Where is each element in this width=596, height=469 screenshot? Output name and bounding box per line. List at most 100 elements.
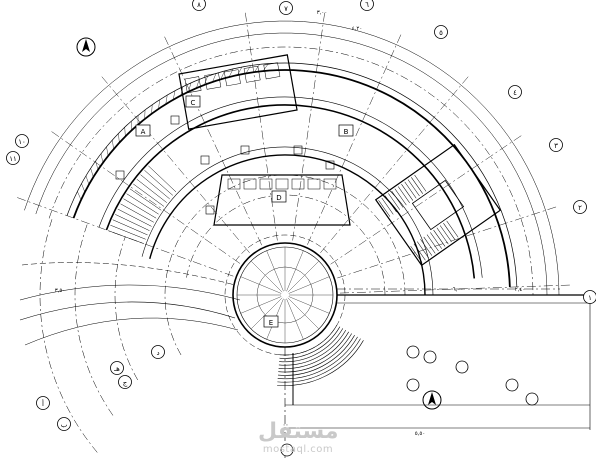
left-stair-tread [120,203,154,223]
service-fixture [204,72,222,90]
axis-bubble [434,25,448,39]
room-tag-label: C [191,99,196,107]
facade-hatch [262,63,269,72]
radial-grid-axis [307,34,402,245]
left-stair-tread [148,165,177,193]
toilet-fixture [259,178,273,190]
service-fixture [243,65,261,83]
toilet-fixture [291,178,305,190]
axis-bubble [573,200,587,214]
watermark-subtext: mostaql.com [262,444,334,455]
north-arrow-icon [76,37,96,57]
right-stair-tread [423,236,436,254]
column-marker [170,115,180,125]
radial-grid-axis [330,135,522,265]
toilet-block-wall [213,174,351,226]
right-stair-tread [401,184,414,201]
right-stair-tread [388,193,401,210]
service-block [178,54,298,130]
inner-corridor-wall-2 [141,146,434,296]
room-tag-box [338,124,354,137]
left-stair-tread [140,174,170,200]
grid-bubble [57,417,71,431]
left-stair-tread [110,224,146,240]
facade-hatch [165,95,168,105]
facade-hatch [228,68,234,78]
column-marker [115,170,125,180]
toilet-fixture [323,178,337,190]
grid-bubble-label: د [156,349,159,357]
facade-hatch [112,140,114,150]
outer-room-wall [105,104,476,279]
left-stair-tread [123,198,157,219]
north-arrow-pointer [82,39,90,52]
toilet-fixture [307,178,321,190]
axis-bubble-label: ٢ [578,204,582,212]
room-tag-label: D [276,194,281,202]
right-stair-tread [433,229,446,247]
axis-bubble-extra [406,345,420,359]
site-arc-4 [21,262,236,286]
toilet-fixture [243,178,257,190]
column-marker [205,205,215,215]
right-stair-tread [397,186,410,204]
right-stair-tread [384,195,397,213]
right-stair-tread [411,177,423,194]
radial-grid-axis [292,12,325,241]
facade-hatch [196,79,200,89]
dome-rib-line [288,276,330,294]
grid-bubble-label: أ [42,399,44,408]
grid-arc-4 [114,236,138,381]
axis-bubble-extra [280,443,294,457]
right-stair-block [374,143,502,267]
watermark: مستقل mostaql.com [258,420,338,464]
grid-bubble [118,375,132,389]
right-stair-tread [414,174,427,192]
facade-hatch [85,175,90,185]
right-stair-tread [439,225,452,243]
dimension-label: ٦,٠٠ [453,287,464,293]
axis-bubble-label: ٧ [284,5,288,13]
entrance-step-arc [278,329,347,366]
right-stair-tread [378,200,391,217]
axis-bubble [360,0,374,11]
facade-hatch [212,73,217,83]
watermark-text: مستقل [258,419,339,444]
dome-rib-line [250,260,283,293]
radial-grid-axis [337,206,557,279]
right-stair-tread [416,241,429,259]
facade-hatch [204,76,208,86]
dome-rib-line [266,250,284,292]
entrance-step-arc [277,336,358,380]
right-stair-tread [394,188,407,206]
dome-rib-line [240,276,282,294]
dimension-arc-1 [35,32,548,296]
service-fixture [184,76,202,94]
grid-arc-6 [39,219,98,453]
right-stair-tread [404,181,417,199]
axis-bubble-extra [423,350,437,364]
right-stair-tread [446,220,459,238]
dimension-label: ٢,٤٠ [515,287,526,293]
left-stair-tread [129,188,162,211]
right-stair-outline [374,143,502,267]
axis-bubble-extra [406,378,420,392]
service-fixture [224,69,241,87]
dome-rib-line [250,297,283,330]
right-stair-core [411,179,465,231]
facade-hatch [124,127,126,137]
axis-bubble-extra [505,378,519,392]
left-stair-tread [115,214,150,231]
entrance-step-arc [279,326,341,359]
grid-bubble-label: ب [61,421,68,429]
left-stair-tread [144,169,173,196]
dome-inner-ring [256,266,314,324]
dome-rib-line [286,298,304,340]
grid-bubble [110,361,124,375]
dome-rib-line [286,250,304,292]
facade-hatch [172,90,176,100]
axis-bubble-label: ٥ [439,29,443,37]
facade-hatch [245,65,251,74]
